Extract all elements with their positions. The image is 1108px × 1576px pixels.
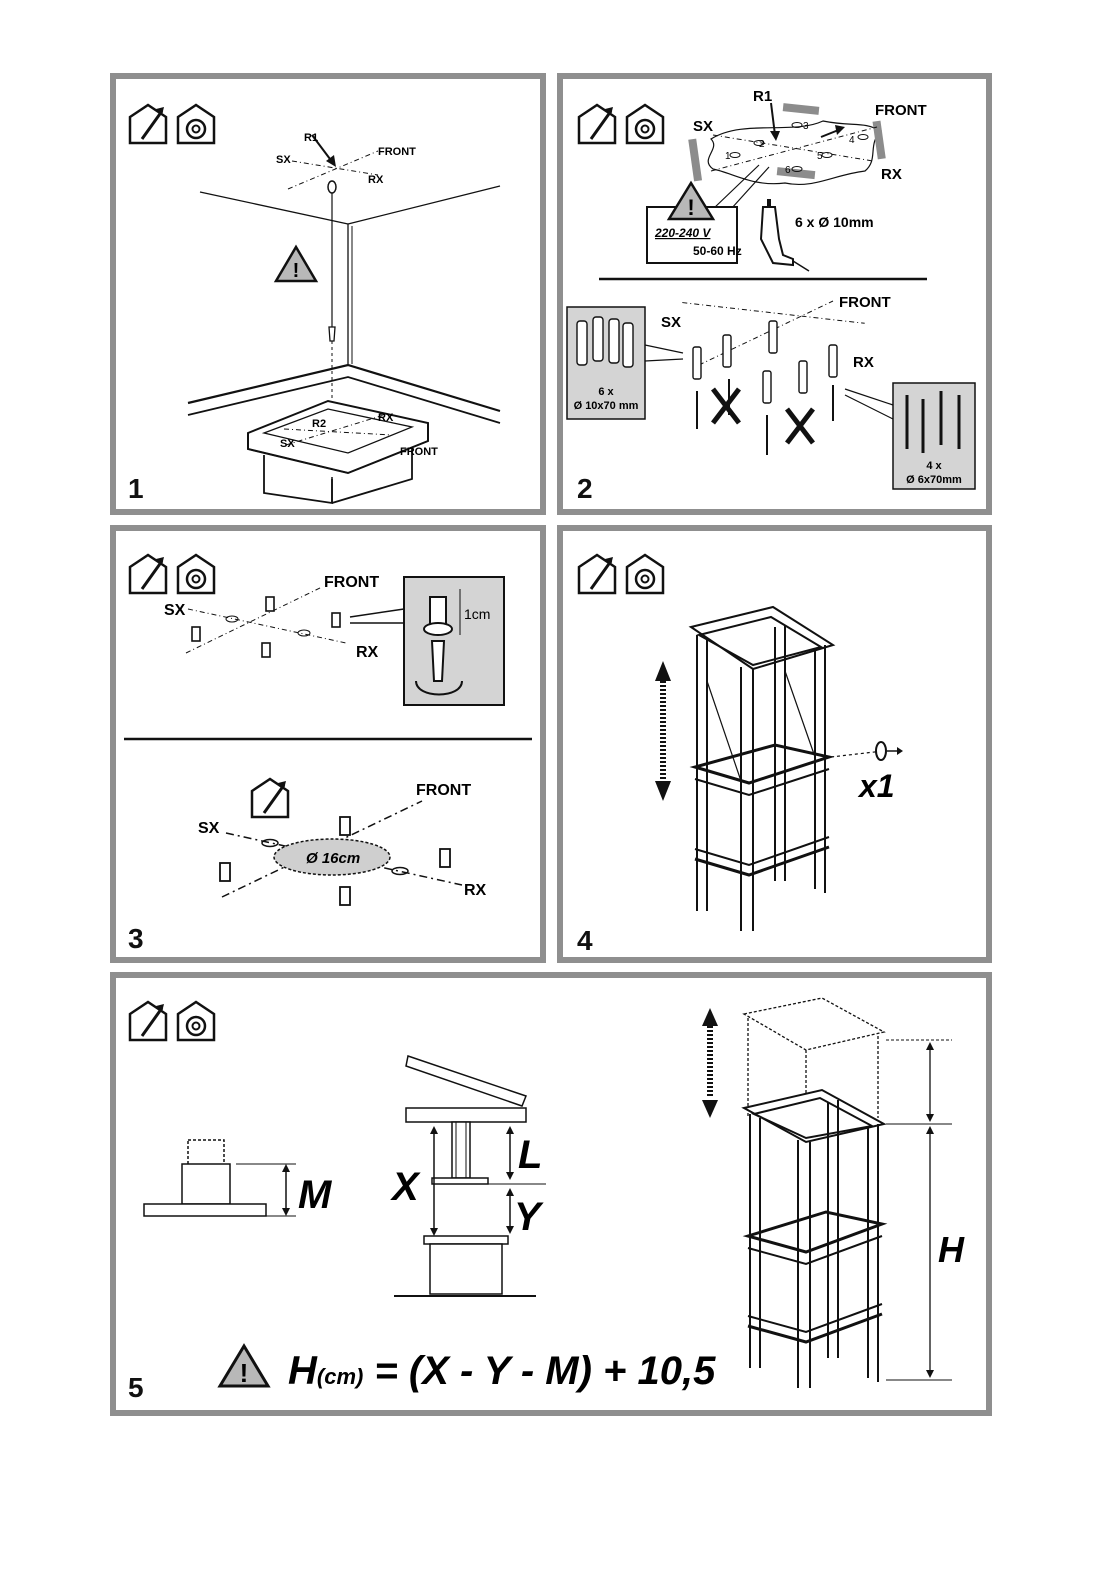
drill-icon — [761, 199, 809, 271]
formula-expression: = (X - Y - M) + 10,5 — [363, 1349, 716, 1393]
step-4-panel: x1 4 — [557, 525, 992, 963]
front-label: FRONT — [378, 146, 416, 158]
sx2-label: SX — [661, 314, 681, 331]
exhaust-mode-icon — [579, 105, 615, 143]
step-5-panel: M X L Y — [110, 972, 992, 1416]
sx2-label: SX — [198, 820, 220, 837]
step-1-illustration: R1 SX FRONT RX ! R2 RX SX FRONT — [116, 79, 540, 509]
r1-label: R1 — [304, 132, 318, 144]
adjust-height-arrow — [702, 1008, 718, 1118]
screws-size-label: Ø 6x70mm — [906, 474, 962, 486]
recirculation-mode-icon — [627, 555, 663, 593]
formula-unit: (cm) — [317, 1364, 363, 1389]
warning-icon: ! — [669, 183, 713, 220]
exhaust-mode-icon — [579, 555, 615, 593]
adjust-height-arrow — [655, 661, 671, 801]
voltage-label: 220-240 V — [654, 226, 711, 240]
step-1-panel: R1 SX FRONT RX ! R2 RX SX FRONT 1 — [110, 73, 546, 515]
formula-h: H — [288, 1349, 318, 1393]
frequency-label: 50-60 Hz — [693, 244, 742, 258]
front2-label: FRONT — [416, 782, 471, 799]
hole-5-label: 5 — [817, 151, 823, 162]
warning-icon: ! — [276, 247, 316, 282]
y-dimension-label: Y — [514, 1195, 544, 1239]
warning-icon: ! — [220, 1346, 268, 1388]
step-3-illustration: FRONT SX RX 1cm FRONT SX RX — [116, 531, 540, 957]
step-4-illustration: x1 — [563, 531, 986, 957]
h-dimension-label: H — [938, 1229, 965, 1270]
hole-6-label: 6 — [785, 165, 791, 176]
step-2-panel: 1 2 3 4 5 6 R1 SX FRONT RX ! 220-240 V 5… — [557, 73, 992, 515]
step-number: 1 — [128, 475, 144, 503]
svg-text:!: ! — [687, 195, 694, 220]
hole-1-label: 1 — [725, 151, 731, 162]
r1-label: R1 — [753, 88, 772, 105]
front-label: FRONT — [875, 102, 927, 119]
rx-label: RX — [368, 174, 384, 186]
sx2-label: SX — [280, 438, 295, 450]
r2-label: R2 — [312, 418, 326, 430]
sx-label: SX — [693, 118, 713, 135]
front2-label: FRONT — [400, 446, 438, 458]
step-3-panel: FRONT SX RX 1cm FRONT SX RX — [110, 525, 546, 963]
gap-label: 1cm — [464, 606, 490, 622]
hole-4-label: 4 — [849, 135, 855, 146]
sx-label: SX — [164, 602, 186, 619]
exhaust-mode-icon — [252, 779, 288, 817]
exhaust-mode-icon — [130, 105, 166, 143]
diameter-label: Ø 16cm — [306, 850, 360, 867]
step-number: 4 — [577, 927, 593, 955]
svg-text:!: ! — [240, 1358, 249, 1388]
quantity-label: x1 — [857, 768, 895, 804]
step-number: 3 — [128, 925, 144, 953]
l-dimension-label: L — [518, 1133, 542, 1177]
recirculation-mode-icon — [178, 555, 214, 593]
rx2-label: RX — [378, 412, 394, 424]
front-label: FRONT — [324, 574, 379, 591]
exhaust-mode-icon — [130, 1002, 166, 1040]
recirculation-mode-icon — [178, 1002, 214, 1040]
rx-label: RX — [356, 644, 379, 661]
step-number: 2 — [577, 475, 593, 503]
x-dimension-label: X — [390, 1165, 421, 1209]
rx2-label: RX — [464, 882, 487, 899]
rx2-label: RX — [853, 354, 874, 371]
screw-icon — [192, 597, 340, 657]
chimney-frame-extended — [744, 998, 884, 1388]
height-formula: H(cm) = (X - Y - M) + 10,5 — [288, 1349, 716, 1393]
step-5-illustration: M X L Y — [116, 978, 986, 1410]
drill-spec-label: 6 x Ø 10mm — [795, 214, 874, 230]
svg-text:!: ! — [293, 260, 300, 282]
recirculation-mode-icon — [627, 105, 663, 143]
recirculation-mode-icon — [178, 105, 214, 143]
rx-label: RX — [881, 166, 902, 183]
step-2-illustration: 1 2 3 4 5 6 R1 SX FRONT RX ! 220-240 V 5… — [563, 79, 986, 509]
chimney-frame — [691, 607, 833, 931]
front2-label: FRONT — [839, 294, 891, 311]
plugs-count-label: 6 x — [598, 386, 614, 398]
hole-2-label: 2 — [759, 139, 765, 150]
step-number: 5 — [128, 1374, 144, 1402]
sx-label: SX — [276, 154, 291, 166]
hole-3-label: 3 — [803, 121, 809, 132]
exhaust-mode-icon — [130, 555, 166, 593]
m-dimension-label: M — [298, 1173, 333, 1217]
hood-body-drawing — [144, 1140, 266, 1216]
plugs-size-label: Ø 10x70 mm — [574, 400, 639, 412]
screws-count-label: 4 x — [926, 460, 942, 472]
